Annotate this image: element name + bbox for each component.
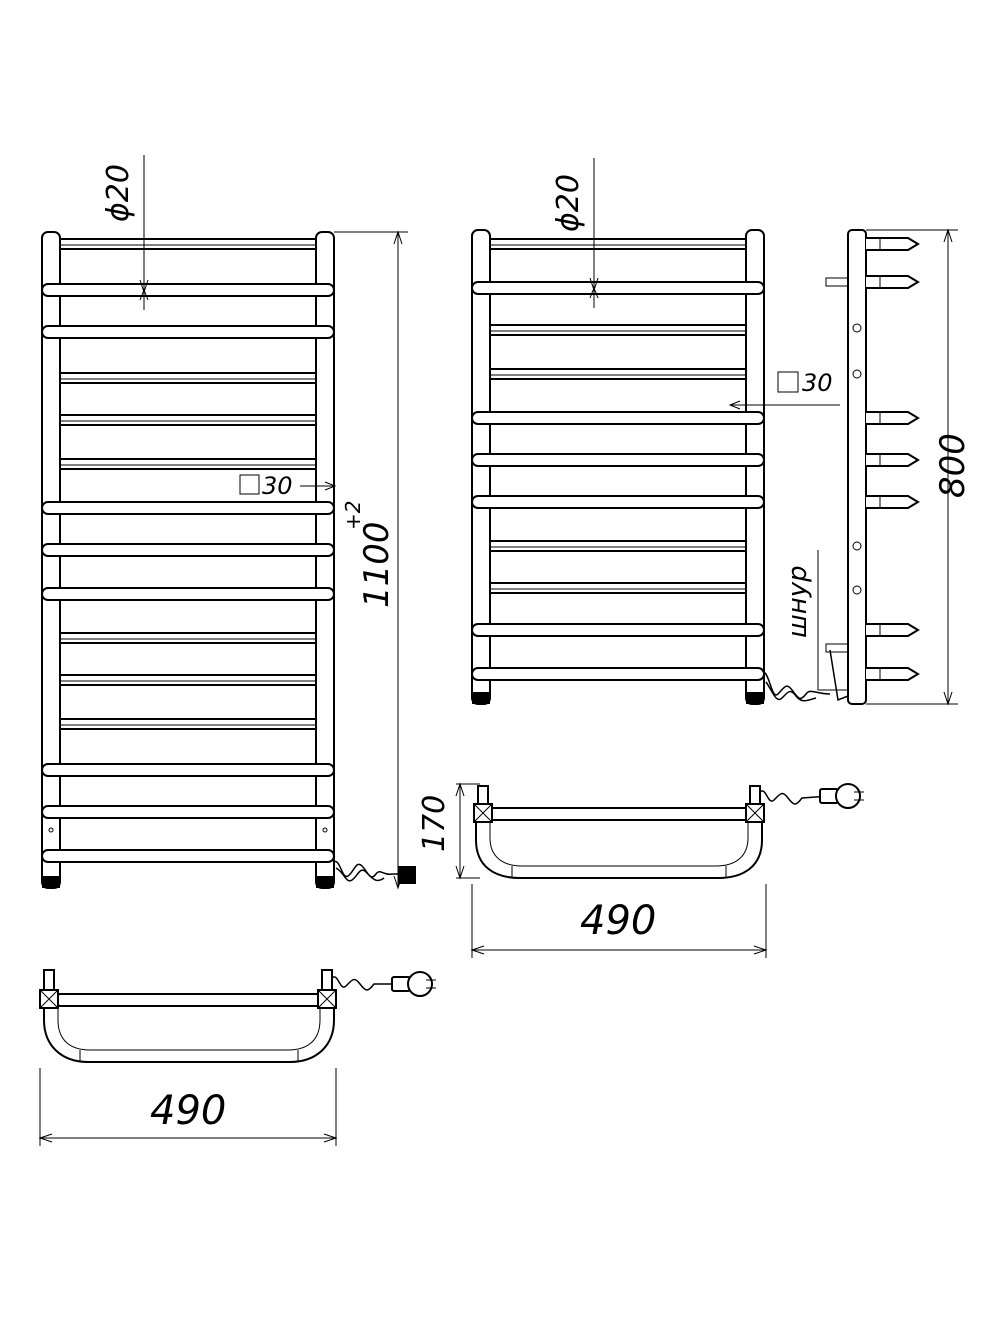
short-round-rail xyxy=(471,495,765,509)
tall-round-rail xyxy=(41,587,335,601)
tall-flat-rail xyxy=(59,674,317,686)
tall-flat-rail xyxy=(59,718,317,730)
tall-flat-rail xyxy=(59,414,317,426)
tall-round-rail xyxy=(41,283,335,297)
tall-round-rail xyxy=(41,501,335,515)
short-diameter-label: ϕ20 xyxy=(551,174,586,232)
tall-height-label: 1100 xyxy=(357,521,397,608)
short-round-rail xyxy=(471,453,765,467)
tall-diameter-label: ϕ20 xyxy=(101,164,136,222)
tall-square-symbol xyxy=(239,474,260,495)
tall-flat-rail xyxy=(59,632,317,644)
tall-round-rail xyxy=(41,543,335,557)
short-square-label: 30 xyxy=(802,369,833,397)
side-arm xyxy=(866,623,920,637)
tall-power-cord xyxy=(333,860,398,878)
short-square-symbol xyxy=(777,371,799,393)
tall-round-rail xyxy=(41,763,335,777)
top-left-plug xyxy=(407,971,433,997)
short-round-rail xyxy=(471,411,765,425)
top-right-tray xyxy=(475,810,763,879)
side-post xyxy=(847,229,867,705)
side-arm xyxy=(866,275,920,289)
side-arm xyxy=(866,237,920,251)
tall-square-label: 30 xyxy=(262,472,293,500)
top-right-depth-label: 170 xyxy=(417,795,452,852)
side-arm xyxy=(866,495,920,509)
top-left-tray xyxy=(43,996,335,1063)
side-arm xyxy=(866,453,920,467)
top-right-plug xyxy=(835,783,861,809)
short-flat-rail xyxy=(489,540,747,552)
short-power-cord xyxy=(763,671,831,700)
top-view-left: 490 xyxy=(38,969,436,1146)
tall-flat-rail xyxy=(59,372,317,384)
short-flat-rail xyxy=(489,368,747,380)
side-arm xyxy=(866,411,920,425)
tall-flat-rail xyxy=(59,238,317,250)
tall-rails xyxy=(41,238,335,863)
tall-round-rail xyxy=(41,325,335,339)
tall-round-rail xyxy=(41,805,335,819)
short-round-rail xyxy=(471,281,765,295)
side-cord-label: шнур xyxy=(783,565,813,638)
short-flat-rail xyxy=(489,582,747,594)
tall-plug xyxy=(398,866,416,884)
short-flat-rail xyxy=(489,324,747,336)
tall-flat-rail xyxy=(59,458,317,470)
side-arm xyxy=(866,667,920,681)
side-arms xyxy=(866,237,920,681)
tall-round-rail xyxy=(41,849,335,863)
short-rails xyxy=(471,238,765,681)
tall-front-view: ϕ20 30 1100 +2 xyxy=(41,155,416,890)
top-left-width-label: 490 xyxy=(150,1088,226,1134)
side-view: 800 шнур xyxy=(783,228,973,706)
top-right-width-label: 490 xyxy=(580,898,656,944)
short-flat-rail xyxy=(489,238,747,250)
side-height-label: 800 xyxy=(933,433,973,498)
top-view-right: 170 490 xyxy=(417,782,864,958)
tall-height-tolerance: +2 xyxy=(341,501,365,530)
short-round-rail xyxy=(471,623,765,637)
short-front-view: ϕ20 30 xyxy=(471,158,840,705)
short-round-rail xyxy=(471,667,765,681)
